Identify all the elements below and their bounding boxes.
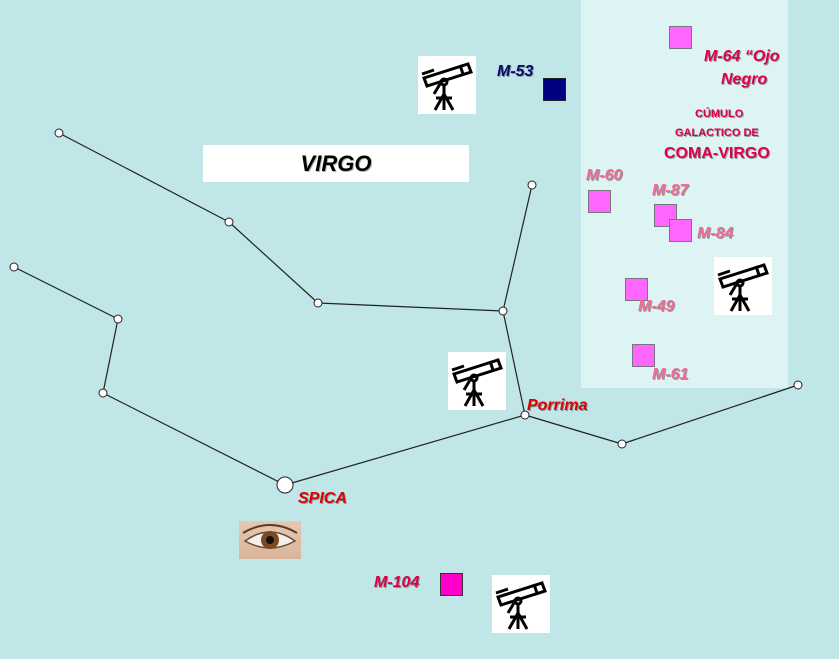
constellation-line [621, 384, 799, 445]
cluster-label-line1: CÚMULO [695, 108, 744, 120]
eye-icon [239, 521, 301, 559]
m61-label: M-61 [652, 366, 689, 383]
telescope-icon [492, 575, 550, 633]
m60-label: M-60 [586, 167, 623, 184]
cluster-label-line2: GALACTICO DE [675, 127, 759, 139]
m61-marker [632, 344, 655, 367]
star [793, 380, 803, 390]
m49-marker [625, 278, 648, 301]
m64-marker [669, 26, 692, 49]
constellation-line [502, 184, 533, 312]
m84-label: M-84 [697, 225, 734, 242]
coma-virgo-cluster-region [581, 0, 788, 388]
star [313, 298, 323, 308]
porrima-label: Porrima [527, 397, 588, 414]
constellation-line [58, 132, 230, 223]
telescope-icon [448, 352, 506, 410]
m64-label-line1: M-64 “Ojo [704, 48, 780, 65]
m104-marker [440, 573, 463, 596]
constellation-line [284, 414, 526, 486]
m104-label: M-104 [374, 574, 420, 591]
m53-label: M-53 [497, 63, 534, 80]
constellation-line [502, 310, 526, 416]
spica-label: SPICA [298, 490, 347, 507]
star [224, 217, 234, 227]
constellation-title: VIRGO [203, 145, 469, 182]
m53-marker [543, 78, 566, 101]
constellation-line [102, 318, 119, 394]
m49-label: M-49 [638, 298, 675, 315]
m84-marker [669, 219, 692, 242]
constellation-line [228, 221, 319, 304]
star [617, 439, 627, 449]
star [98, 388, 108, 398]
star [527, 180, 537, 190]
constellation-line [317, 302, 504, 312]
m87-label: M-87 [652, 182, 689, 199]
star [9, 262, 19, 272]
constellation-line [524, 414, 623, 445]
star [113, 314, 123, 324]
telescope-icon [418, 56, 476, 114]
star [54, 128, 64, 138]
constellation-line [13, 266, 119, 320]
m64-label-line2: Negro [721, 71, 768, 88]
cluster-label-line3: COMA-VIRGO [664, 145, 770, 162]
m60-marker [588, 190, 611, 213]
star-porrima [520, 410, 530, 420]
constellation-line [102, 392, 286, 486]
star-spica [276, 476, 294, 494]
telescope-icon [714, 257, 772, 315]
star [498, 306, 508, 316]
